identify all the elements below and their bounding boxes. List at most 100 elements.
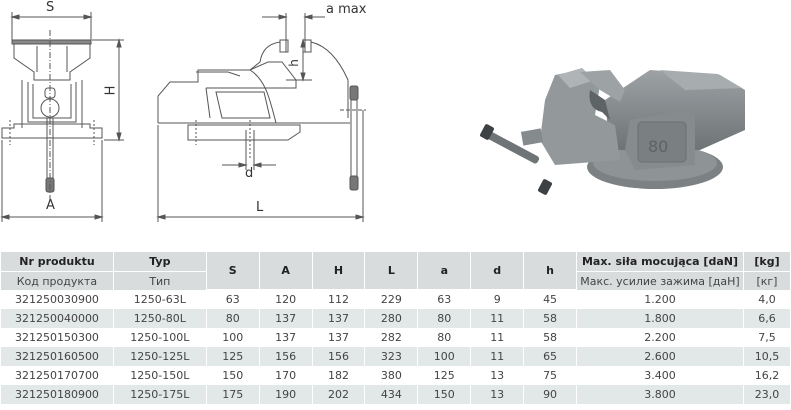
cell-d: 11 xyxy=(471,347,524,366)
cell-a: 80 xyxy=(418,309,471,328)
product-photo: 80 xyxy=(470,30,791,205)
cell-H: 137 xyxy=(312,328,365,347)
cell-a: 100 xyxy=(418,347,471,366)
cell-max-force: 2.200 xyxy=(577,328,743,347)
header-H: H xyxy=(312,252,365,290)
header-S: S xyxy=(206,252,259,290)
cell-S: 175 xyxy=(206,385,259,404)
technical-drawings: S H A a max h d L xyxy=(0,0,460,240)
cell-H: 156 xyxy=(312,347,365,366)
header-nr-pl: Nr produktu xyxy=(1,252,113,272)
cell-nr: 321250170700 xyxy=(1,366,113,385)
dim-label-h: h xyxy=(286,59,301,67)
cell-typ: 1250-80L xyxy=(113,309,206,328)
cell-max-force: 1.200 xyxy=(577,290,743,309)
header-d: d xyxy=(471,252,524,290)
cell-h: 45 xyxy=(524,290,576,309)
cell-a: 150 xyxy=(418,385,471,404)
cell-a: 80 xyxy=(418,328,471,347)
cell-nr: 321250040000 xyxy=(1,309,113,328)
cell-typ: 1250-150L xyxy=(113,366,206,385)
cell-A: 156 xyxy=(259,347,312,366)
header-L: L xyxy=(365,252,418,290)
header-typ-ru: Тип xyxy=(113,272,206,290)
cell-H: 202 xyxy=(312,385,365,404)
table-row: 321250030900 1250-63L 63 120 112 229 63 … xyxy=(1,290,790,309)
cell-L: 323 xyxy=(365,347,418,366)
cell-S: 125 xyxy=(206,347,259,366)
dim-label-A: A xyxy=(46,198,55,213)
cell-A: 190 xyxy=(259,385,312,404)
header-a: a xyxy=(418,252,471,290)
cell-L: 280 xyxy=(365,309,418,328)
cell-H: 182 xyxy=(312,366,365,385)
cell-h: 75 xyxy=(524,366,576,385)
cell-nr: 321250160500 xyxy=(1,347,113,366)
header-A: A xyxy=(259,252,312,290)
cell-L: 434 xyxy=(365,385,418,404)
cell-H: 112 xyxy=(312,290,365,309)
cell-max-force: 3.400 xyxy=(577,366,743,385)
cell-h: 58 xyxy=(524,328,576,347)
cell-A: 120 xyxy=(259,290,312,309)
cell-S: 80 xyxy=(206,309,259,328)
spec-table: Nr produktu Typ S A H L a d h Max. siła … xyxy=(0,252,791,404)
table-row: 321250170700 1250-150L 150 170 182 380 1… xyxy=(1,366,790,385)
header-max-force-pl: Max. siła mocująca [daN] xyxy=(577,252,743,272)
cell-nr: 321250030900 xyxy=(1,290,113,309)
cell-h: 90 xyxy=(524,385,576,404)
header-max-force-ru: Макс. усилие зажима [даН] xyxy=(577,272,743,290)
dim-label-s: S xyxy=(46,0,55,15)
cell-kg: 7,5 xyxy=(743,328,790,347)
table-row: 321250040000 1250-80L 80 137 137 280 80 … xyxy=(1,309,790,328)
cell-d: 11 xyxy=(471,309,524,328)
cell-h: 65 xyxy=(524,347,576,366)
cell-max-force: 1.800 xyxy=(577,309,743,328)
dim-label-L: L xyxy=(256,200,264,215)
jaw-marking: 80 xyxy=(648,137,668,156)
cell-a: 125 xyxy=(418,366,471,385)
dim-label-d: d xyxy=(245,166,254,181)
cell-kg: 23,0 xyxy=(743,385,790,404)
cell-A: 170 xyxy=(259,366,312,385)
cell-typ: 1250-125L xyxy=(113,347,206,366)
cell-max-force: 3.800 xyxy=(577,385,743,404)
table-row: 321250160500 1250-125L 125 156 156 323 1… xyxy=(1,347,790,366)
cell-kg: 6,6 xyxy=(743,309,790,328)
cell-typ: 1250-175L xyxy=(113,385,206,404)
cell-h: 58 xyxy=(524,309,576,328)
header-kg-pl: [kg] xyxy=(743,252,790,272)
cell-nr: 321250150300 xyxy=(1,328,113,347)
cell-nr: 321250180900 xyxy=(1,385,113,404)
header-kg-ru: [кг] xyxy=(743,272,790,290)
cell-S: 100 xyxy=(206,328,259,347)
cell-kg: 16,2 xyxy=(743,366,790,385)
cell-d: 13 xyxy=(471,366,524,385)
cell-S: 63 xyxy=(206,290,259,309)
cell-H: 137 xyxy=(312,309,365,328)
cell-S: 150 xyxy=(206,366,259,385)
cell-A: 137 xyxy=(259,328,312,347)
cell-A: 137 xyxy=(259,309,312,328)
cell-typ: 1250-100L xyxy=(113,328,206,347)
cell-L: 229 xyxy=(365,290,418,309)
cell-max-force: 2.600 xyxy=(577,347,743,366)
cell-typ: 1250-63L xyxy=(113,290,206,309)
header-nr-ru: Код продукта xyxy=(1,272,113,290)
cell-kg: 4,0 xyxy=(743,290,790,309)
cell-d: 9 xyxy=(471,290,524,309)
cell-a: 63 xyxy=(418,290,471,309)
dim-label-a-max: a max xyxy=(326,2,367,17)
cell-L: 380 xyxy=(365,366,418,385)
vise-dimension-drawing xyxy=(0,12,366,222)
dim-label-H: H xyxy=(103,85,119,96)
cell-d: 13 xyxy=(471,385,524,404)
table-row: 321250150300 1250-100L 100 137 137 282 8… xyxy=(1,328,790,347)
cell-kg: 10,5 xyxy=(743,347,790,366)
bench-vise-image: 80 xyxy=(480,68,745,195)
cell-L: 282 xyxy=(365,328,418,347)
header-typ-pl: Typ xyxy=(113,252,206,272)
header-h: h xyxy=(524,252,576,290)
cell-d: 11 xyxy=(471,328,524,347)
table-row: 321250180900 1250-175L 175 190 202 434 1… xyxy=(1,385,790,404)
